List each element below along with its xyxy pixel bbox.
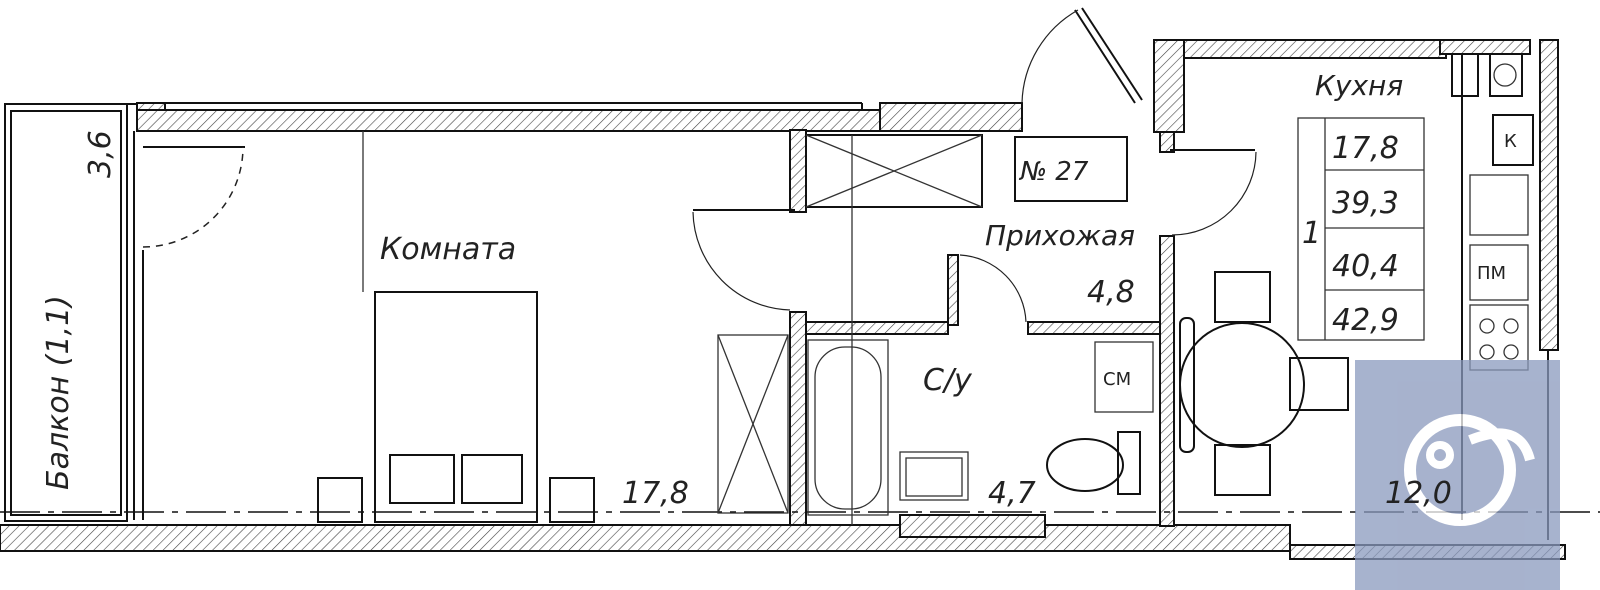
- bed: [374, 291, 538, 523]
- wall-kitchen-door-pillar: [1153, 39, 1185, 133]
- room-area-balcony: 3,6: [83, 130, 118, 178]
- room-area-bathroom: 4,7: [988, 476, 1036, 511]
- balcony-frame: [4, 103, 128, 522]
- area-table: [1297, 117, 1425, 341]
- kitchen-tap: [1451, 53, 1479, 97]
- water-heater: [1489, 53, 1523, 97]
- watermark-logo: [1355, 360, 1560, 590]
- wall-bottom: [0, 524, 1291, 552]
- watermark-panel: [1355, 360, 1560, 590]
- room-label-hallway: Прихожая: [985, 219, 1135, 252]
- wall-top-kitchen: [1153, 39, 1447, 59]
- wall-bathroom-top-right: [1027, 321, 1161, 335]
- entrance-door-leaf: [1074, 9, 1136, 104]
- wall-shaft-left: [789, 129, 807, 213]
- wall-bathroom-top-left: [805, 321, 949, 335]
- area-table-value: 17,8: [1332, 131, 1399, 166]
- washing-machine: [1094, 341, 1154, 413]
- room-label-kitchen: Кухня: [1315, 69, 1403, 102]
- wall-bathroom-left: [789, 311, 807, 526]
- wall-kitchen-stub: [1159, 131, 1175, 153]
- stove-burner: [1479, 318, 1495, 334]
- doors: [142, 7, 1257, 324]
- wall-bathroom-bottom: [899, 514, 1046, 538]
- bed-pillow-left: [389, 454, 455, 504]
- toilet-bowl: [1046, 438, 1124, 492]
- kitchen-sink: [1469, 174, 1529, 236]
- stove-burner: [1479, 344, 1495, 360]
- dining-table: [1179, 322, 1305, 448]
- nightstand-left: [317, 477, 363, 523]
- room-area-kitchen: 12,0: [1385, 476, 1452, 511]
- furniture: [317, 53, 1534, 523]
- wall-bathroom-kitchen: [1159, 235, 1175, 527]
- wall-top-kitchen-right: [1439, 39, 1531, 55]
- dishwasher-label: ПМ: [1477, 263, 1506, 284]
- watermark-mark: [1404, 414, 1516, 526]
- balcony-door-swing: [142, 146, 244, 248]
- wall-right-kitchen: [1539, 39, 1559, 351]
- washing-machine-label: СМ: [1103, 369, 1131, 390]
- room-label-balcony: Балкон (1,1): [41, 295, 76, 490]
- area-table-value: 42,9: [1332, 303, 1399, 338]
- apartment-number: № 27: [1018, 157, 1089, 187]
- area-table-value: 39,3: [1332, 186, 1399, 221]
- chair-top: [1214, 271, 1271, 323]
- bathtub: [807, 339, 889, 516]
- wall-hall-stub: [947, 254, 959, 326]
- bathroom-sink: [899, 451, 969, 501]
- stove-burner: [1503, 344, 1519, 360]
- area-table-value: 40,4: [1332, 249, 1399, 284]
- dishwasher: [1469, 244, 1529, 301]
- boiler-label: К: [1504, 131, 1517, 152]
- boiler: [1492, 114, 1534, 166]
- area-table-frame: [1297, 117, 1425, 341]
- kitchen-door-swing: [1171, 151, 1257, 236]
- wardrobe: [717, 334, 789, 514]
- wall-top-hall: [879, 102, 1023, 132]
- chair-right: [1289, 357, 1349, 411]
- toilet-tank: [1117, 431, 1141, 495]
- entrance-door-swing: [1021, 9, 1079, 104]
- area-table-count: 1: [1302, 216, 1321, 251]
- room-area-living-room: 17,8: [622, 476, 689, 511]
- stove-burner: [1503, 318, 1519, 334]
- room-label-bathroom: С/у: [923, 363, 973, 398]
- sofa-bench: [1179, 317, 1195, 453]
- room-area-hallway: 4,8: [1087, 275, 1135, 310]
- axis-lines: [0, 131, 1600, 525]
- room-label-living-room: Комната: [380, 232, 516, 267]
- nightstand-right: [549, 477, 595, 523]
- walls: [0, 39, 1566, 560]
- chair-bottom: [1214, 444, 1271, 496]
- room-door-swing: [692, 211, 791, 311]
- ventilation-shaft: [805, 134, 983, 208]
- bed-pillow-right: [461, 454, 523, 504]
- apartment-number-box: [1014, 136, 1128, 202]
- bathroom-door-swing: [959, 254, 1027, 323]
